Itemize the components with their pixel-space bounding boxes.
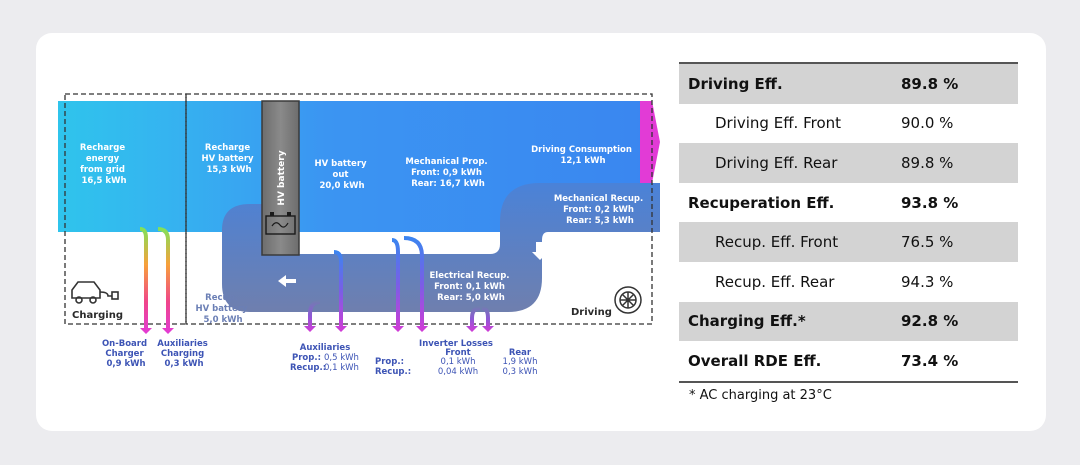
aux-recup-value: 0,1 kWh	[324, 363, 359, 373]
inverter-rear-prop-loss	[404, 236, 428, 332]
driving-label: Driving	[571, 307, 612, 318]
table-footnote: * AC charging at 23°C	[689, 388, 832, 403]
inverter-recup-label: Recup.:	[375, 367, 411, 377]
onboard-charger-loss	[140, 227, 152, 334]
aux-recup-label: Recup.:	[290, 363, 326, 373]
inverter-front-recup: 0,04 kWh	[438, 367, 478, 377]
driving-consumption-arrow	[640, 101, 660, 183]
inverter-front-label: Front	[445, 348, 470, 358]
efficiency-table: Driving Eff. 89.8 % Driving Eff. Front 9…	[679, 62, 1018, 383]
row-name: Driving Eff. Front	[715, 114, 842, 133]
auxiliaries-title: Auxiliaries	[300, 343, 351, 353]
recharge-hv-label: Recharge HV battery 15,3 kWh	[201, 143, 256, 175]
row-name: Recuperation Eff.	[688, 193, 835, 212]
table-row: Driving Eff. Rear 89.8 %	[679, 143, 1018, 183]
driving-boundary	[185, 93, 653, 325]
table-row: Recup. Eff. Front 76.5 %	[679, 222, 1018, 262]
row-value: 89.8 %	[901, 62, 1018, 104]
inverter-front-prop: 0,1 kWh	[441, 357, 476, 367]
recharge-grid-label: Recharge energy from grid 16,5 kWh	[80, 143, 128, 186]
row-name: Overall RDE Eff.	[679, 341, 901, 383]
onboard-charger-label: On-Board Charger 0,9 kWh	[102, 339, 150, 369]
loop-arrow-left	[278, 275, 296, 287]
hv-battery-icon	[265, 215, 296, 235]
row-value: 76.5 %	[901, 222, 1018, 262]
recuperation-loop	[222, 183, 660, 312]
driving-consumption-label: Driving Consumption 12,1 kWh	[531, 145, 635, 166]
row-value: 93.8 %	[901, 193, 959, 212]
inverter-front-prop-loss	[392, 238, 404, 332]
row-value: 94.3 %	[901, 272, 954, 291]
row-name: Driving Eff. Rear	[679, 143, 901, 183]
elec-recup-label: Electrical Recup. Front: 0,1 kWh Rear: 5…	[429, 271, 512, 303]
row-value: 73.4 %	[901, 341, 1018, 383]
row-name: Recup. Eff. Front	[679, 222, 901, 262]
table-row: Recuperation Eff. 93.8 %	[679, 183, 1018, 223]
charging-label: Charging	[72, 310, 123, 321]
charging-car-icon	[71, 281, 119, 304]
row-name: Recup. Eff. Rear	[715, 272, 835, 291]
aux-prop-loss	[334, 250, 347, 332]
table-row: Charging Eff.* 92.8 %	[679, 301, 1018, 342]
mech-prop-label: Mechanical Prop. Front: 0,9 kWh Rear: 16…	[405, 157, 490, 189]
mech-recup-label: Mechanical Recup. Front: 0,2 kWh Rear: 5…	[554, 194, 646, 226]
row-value: 89.8 %	[901, 143, 1018, 183]
row-value: 92.8 %	[901, 301, 1018, 342]
aux-charging-label: Auxiliaries Charging 0,3 kWh	[157, 339, 211, 369]
table-row: Driving Eff. Front 90.0 %	[679, 104, 1018, 144]
hv-battery-label: HV battery	[277, 150, 287, 205]
hv-battery-icon-wave	[271, 222, 289, 228]
inverter-rear-label: Rear	[509, 348, 532, 358]
row-value: 90.0 %	[901, 114, 954, 133]
row-name: Charging Eff.*	[679, 301, 901, 342]
inverter-title: Inverter Losses	[419, 339, 493, 349]
loop-arrow-down	[532, 242, 548, 260]
aux-prop-value: 0,5 kWh	[324, 353, 359, 363]
wheel-icon	[614, 286, 642, 314]
inverter-rear-recup-loss	[482, 306, 494, 332]
inverter-rear-prop: 1,9 kWh	[503, 357, 538, 367]
aux-charging-loss	[158, 227, 174, 334]
inverter-prop-label: Prop.:	[375, 357, 404, 367]
row-name: Driving Eff.	[679, 62, 901, 104]
inverter-rear-recup: 0,3 kWh	[503, 367, 538, 377]
recup-hv-label: Recup. HV battery 5,0 kWh	[195, 293, 250, 325]
aux-prop-label: Prop.:	[292, 353, 321, 363]
aux-recup-loss	[304, 300, 320, 332]
hv-battery-terminal-left	[270, 212, 274, 216]
hv-battery-terminal-right	[287, 212, 291, 216]
table-row: Recup. Eff. Rear 94.3 %	[679, 262, 1018, 302]
hv-battery-box	[261, 100, 300, 256]
table-row: Driving Eff. 89.8 %	[679, 62, 1018, 104]
table-row: Overall RDE Eff. 73.4 %	[679, 341, 1018, 383]
hv-out-label: HV battery out 20,0 kWh	[314, 159, 369, 191]
inverter-front-recup-loss	[466, 306, 480, 332]
